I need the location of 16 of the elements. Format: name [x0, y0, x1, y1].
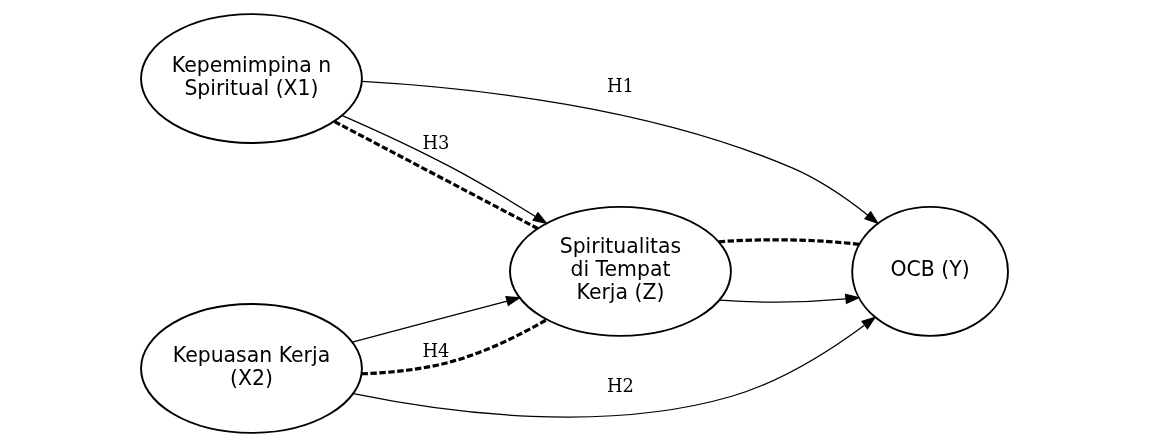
node-ellipse: OCB (Y): [851, 205, 1009, 337]
node-ellipse: Kepemimpina n Spiritual (X1): [140, 12, 363, 144]
edge-label: H4: [422, 339, 450, 361]
arrow: [351, 295, 522, 343]
arrow: [718, 293, 861, 304]
edge-label: H1: [607, 74, 634, 96]
node-ellipse: Kepuasan Kerja (X2): [140, 302, 363, 434]
edge-label: H3: [422, 131, 450, 153]
arrow: [341, 114, 548, 224]
edge-label: H2: [607, 374, 634, 396]
connector: [333, 119, 539, 230]
node-ellipse: Spiritualitas di Tempat Kerja (Z): [509, 205, 732, 337]
connector: [718, 237, 860, 246]
connector: [361, 317, 548, 375]
arrow: [352, 315, 877, 418]
arrow: [361, 80, 880, 225]
